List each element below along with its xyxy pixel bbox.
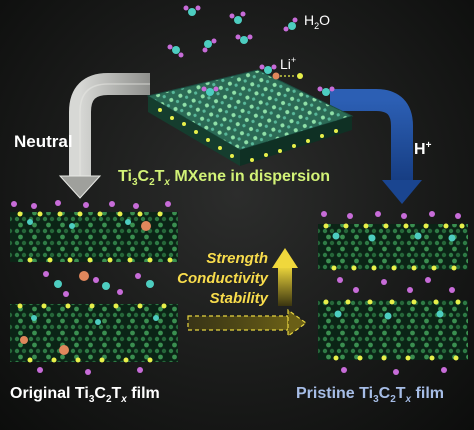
lithium-ion-icon [272,72,303,80]
transition-arrow [187,308,308,338]
pristine-film-label: Pristine Ti3C2Tx film [296,385,444,406]
water-label: H2O [304,12,331,31]
property-strength: Strength [206,250,268,267]
original-film-label: Original Ti3C2Tx film [10,385,160,406]
mxene-flake-icon [146,69,354,166]
neutral-arrow [58,73,150,199]
dispersion-label: Ti3C2Tx MXene in dispersion [118,168,330,189]
property-conductivity: Conductivity [177,270,268,287]
pristine-film-icon [318,211,468,375]
neutral-label: Neutral [14,132,73,151]
property-stability: Stability [209,290,268,307]
original-film-icon [10,200,178,375]
property-arrow-up [272,248,298,306]
acid-arrow [330,89,422,204]
lithium-ion-label: Li+ [280,55,297,72]
water-molecule-icon [167,5,335,96]
acid-label: H+ [414,140,432,158]
